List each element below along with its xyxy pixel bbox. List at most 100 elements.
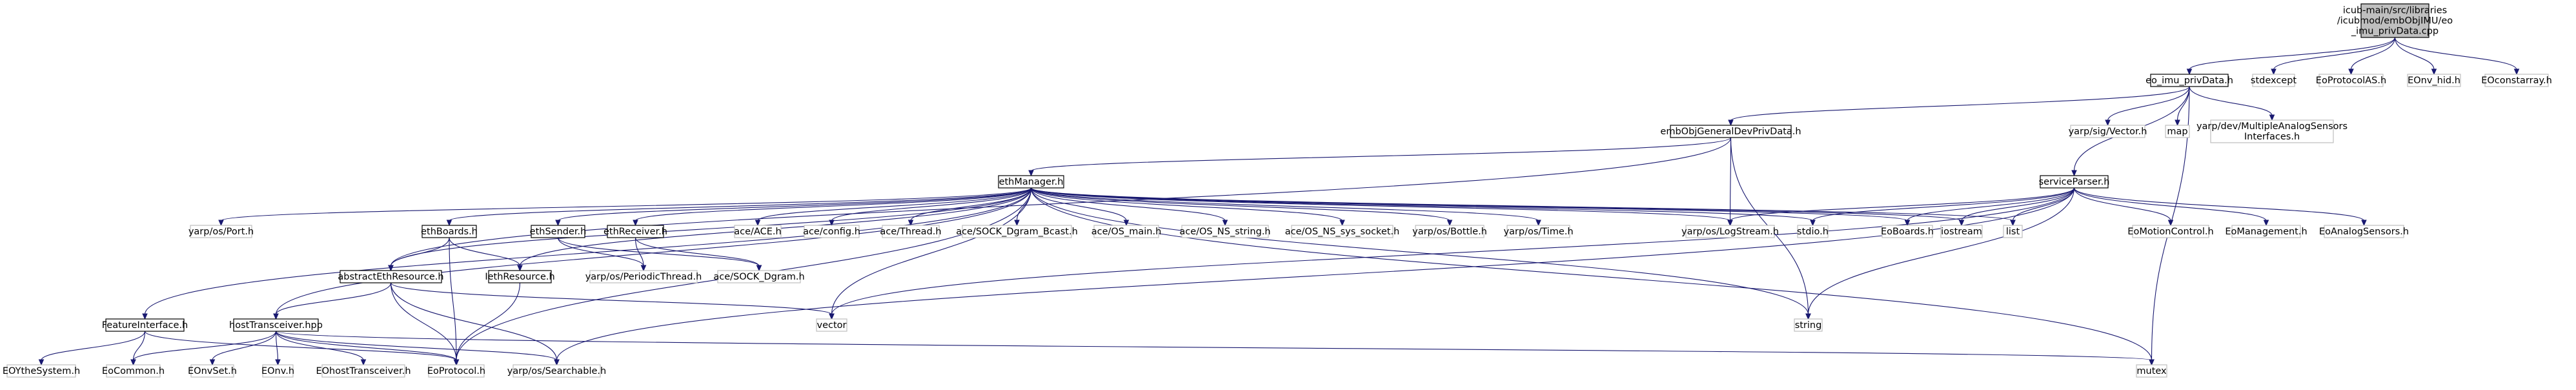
node-box	[106, 364, 161, 378]
node-box	[190, 225, 252, 238]
node-box	[2150, 74, 2229, 87]
node-box	[816, 318, 847, 332]
edge-hostTransceiver_hpp-to-yarp_os_Searchable_h	[275, 331, 560, 366]
node-label: string	[1795, 320, 1822, 331]
node-label: EOnv.h	[261, 366, 294, 376]
edge-serviceParser_h-to-EoMotionControl_h	[2073, 187, 2174, 227]
node-embObjGeneralDevPrivData-h[interactable]: embObjGeneralDevPrivData.h	[1660, 125, 1801, 138]
node-label: ethSender.h	[530, 227, 587, 237]
node-label: list	[2006, 227, 2020, 237]
node-eo-imu-privData-h[interactable]: eo_imu_privData.h	[2145, 74, 2233, 87]
edge-serviceParser_h-to-iostream	[1958, 187, 2075, 227]
node-ethBoards-h[interactable]: ethBoards.h	[421, 225, 478, 238]
node-box	[2484, 74, 2549, 87]
node-label: EOconstarray.h	[2481, 76, 2552, 86]
edge-FeatureInterface_h-to-EoProtocol_h	[144, 331, 460, 366]
node-EoManagement-h: EoManagement.h	[2225, 225, 2307, 238]
edge-ethManager_h-to-yarp_os_Time_h	[1030, 187, 1541, 227]
node-label: stdio.h	[1797, 227, 1829, 237]
node-ace-SOCK-Dgram-h: ace/SOCK_Dgram.h	[713, 270, 805, 283]
node-EOconstarray-h: EOconstarray.h	[2481, 74, 2552, 87]
node-ace-config-h: ace/config.h	[803, 225, 860, 238]
edge-ethReceiver_h-to-yarp_os_PeriodicThread_h	[634, 237, 647, 272]
node-box	[607, 225, 664, 238]
edge-ethManager_h-to-ethSender_h	[555, 187, 1032, 227]
node-string: string	[1794, 318, 1823, 332]
node-label: ace/Thread.h	[880, 227, 941, 237]
node-yarp-os-Bottle-h: yarp/os/Bottle.h	[1412, 225, 1487, 238]
node-stdio-h: stdio.h	[1797, 225, 1829, 238]
edge-eo_imu_privData_h-to-embObjGeneralDevPrivData_h	[1728, 86, 2190, 127]
node-abstractEthResource-h[interactable]: abstractEthResource.h	[338, 270, 444, 283]
edge-ethManager_h-to-FeatureInterface_h	[142, 187, 1032, 320]
node-ethReceiver-h[interactable]: ethReceiver.h	[603, 225, 667, 238]
edge-ethManager_h-to-ethBoards_h	[446, 187, 1032, 227]
node-root: icub-main/src/libraries/icubmod/embObjIM…	[2337, 3, 2453, 38]
node-box	[1093, 225, 1159, 238]
node-EoProtocol-h: EoProtocol.h	[427, 364, 485, 378]
edge-hostTransceiver_hpp-to-EoCommon_h	[130, 331, 277, 366]
node-box	[2318, 74, 2384, 87]
node-label: EoAnalogSensors.h	[2319, 227, 2409, 237]
node-box	[105, 318, 185, 332]
node-box	[531, 225, 585, 238]
node-label: hostTransceiver.hpp	[229, 320, 323, 331]
node-EOnv-h: EOnv.h	[261, 364, 294, 378]
node-label: yarp/os/Searchable.h	[507, 366, 606, 376]
edge-abstractEthResource_h-to-hostTransceiver_hpp	[273, 282, 392, 320]
node-label: EOhostTransceiver.h	[316, 366, 411, 376]
node-IethResource-h[interactable]: IethResource.h	[485, 270, 555, 283]
node-hostTransceiver-hpp[interactable]: hostTransceiver.hpp	[229, 318, 323, 332]
node-label: ace/SOCK_Dgram_Bcast.h	[956, 227, 1078, 237]
node-box	[2407, 74, 2461, 87]
edge-ethManager_h-to-mutex	[1030, 187, 2155, 366]
node-box	[421, 225, 477, 238]
node-label: vector	[817, 320, 847, 331]
edge-hostTransceiver_hpp-to-EOhostTransceiver_h	[275, 331, 367, 366]
node-label: ace/ACE.h	[734, 227, 781, 237]
node-ace-OS-NS-sys-socket-h: ace/OS_NS_sys_socket.h	[1285, 225, 1399, 238]
edge-FeatureInterface_h-to-EOYtheSystem_h	[38, 331, 146, 366]
edge-ethManager_h-to-ace_config_h	[829, 187, 1032, 227]
node-box	[2231, 225, 2301, 238]
edge-serviceParser_h-to-yarp_os_LogStream_h	[1727, 187, 2075, 227]
node-FeatureInterface-h[interactable]: FeatureInterface.h	[102, 318, 188, 332]
edge-abstractEthResource_h-to-vector	[390, 282, 835, 320]
node-box	[717, 270, 801, 283]
node-ethSender-h[interactable]: ethSender.h	[530, 225, 587, 238]
node-box	[2070, 125, 2145, 138]
node-iostream: iostream	[1940, 225, 1983, 238]
node-label: yarp/sig/Vector.h	[2069, 127, 2147, 137]
node-label: EoProtocolAS.h	[2316, 76, 2386, 86]
node-box	[233, 318, 319, 332]
node-box	[2165, 125, 2190, 138]
edge-abstractEthResource_h-to-yarp_os_Searchable_h	[390, 282, 560, 366]
node-box	[2136, 364, 2167, 378]
node-label: EOnv_hid.h	[2408, 76, 2460, 86]
node-yarp-sig-Vector-h: yarp/sig/Vector.h	[2069, 125, 2147, 138]
edge-serviceParser_h-to-stdio_h	[1810, 187, 2075, 227]
node-box	[1181, 225, 1269, 238]
node-box	[2252, 74, 2295, 87]
node-label: EoCommon.h	[102, 366, 165, 376]
edge-eo_imu_privData_h-to-yarp_dev_MAS	[2189, 86, 2275, 121]
edge-eo_imu_privData_h-to-map	[2175, 86, 2190, 127]
node-serviceParser-h[interactable]: serviceParser.h	[2039, 175, 2110, 189]
node-yarp-dev-MAS: yarp/dev/MultipleAnalogSensorsInterfaces…	[2196, 119, 2348, 143]
node-label: EoMotionControl.h	[2127, 227, 2213, 237]
node-label: serviceParser.h	[2039, 177, 2110, 187]
node-label: ace/OS_NS_sys_socket.h	[1285, 227, 1399, 237]
node-label: embObjGeneralDevPrivData.h	[1660, 127, 1801, 137]
edge-ethManager_h-to-ace_OS_NS_string_h	[1030, 187, 1228, 227]
node-box	[804, 225, 860, 238]
node-box	[1291, 225, 1394, 238]
node-ethManager-h[interactable]: ethManager.h	[998, 175, 1064, 189]
edge-serviceParser_h-to-EoBoards_h	[1904, 187, 2075, 227]
node-label: EoManagement.h	[2225, 227, 2307, 237]
node-label: map	[2167, 127, 2187, 137]
edge-ethManager_h-to-stdio_h	[1030, 187, 1816, 227]
edge-hostTransceiver_hpp-to-mutex	[275, 331, 2155, 366]
node-list: list	[2003, 225, 2023, 238]
node-box	[2210, 119, 2334, 143]
